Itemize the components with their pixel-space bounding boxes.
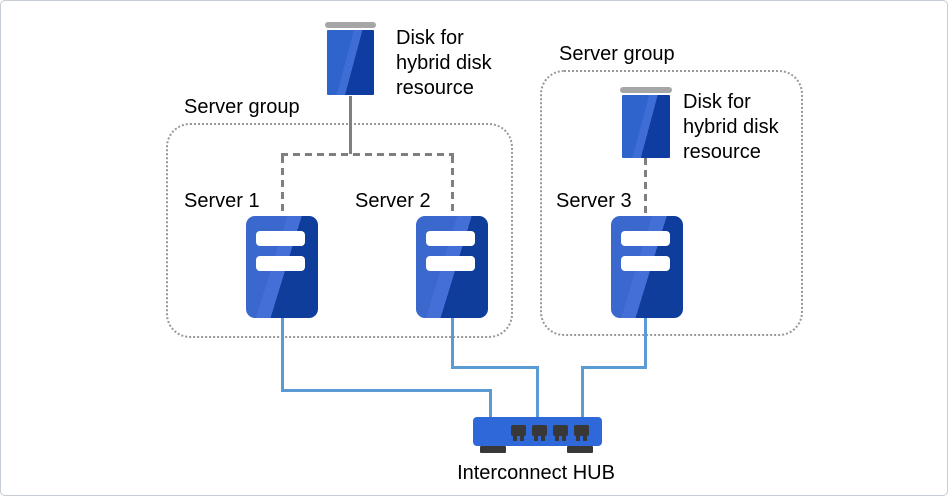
disk-cap [325,22,376,28]
disk2-stem-line [644,158,647,216]
hub-foot [480,446,506,453]
server-group-2-box [540,70,803,336]
disk-label-line: resource [396,77,474,99]
disk-cap [620,87,672,93]
server-2-icon [416,216,488,318]
server-3-label: Server 3 [556,190,632,212]
server-1-icon [246,216,318,318]
server-1-label: Server 1 [184,190,260,212]
server-slot [426,256,475,271]
server3-hub-line-horizontal [581,366,647,369]
disk1-tee-horizontal-line [281,153,454,156]
hub-port-icon [532,425,547,441]
disk-label-line: hybrid disk [683,116,779,138]
server3-hub-line-vertical [644,318,647,369]
server-group-1-box [166,123,513,338]
hybrid-disk-1-label: Disk for hybrid disk resource [396,26,492,101]
hub-port-icon [574,425,589,441]
server-slot [256,231,305,246]
server2-hub-line-horizontal [451,366,539,369]
server-slot [621,256,670,271]
disk1-stem-line [349,96,352,154]
disk-label-line: hybrid disk [396,52,492,74]
server-group-1-label: Server group [184,96,300,118]
hub-port-icon [511,425,526,441]
server3-hub-line-drop [581,366,584,417]
hybrid-disk-2-label: Disk for hybrid disk resource [683,90,779,165]
server2-hub-line-vertical [451,318,454,369]
interconnect-hub-label: Interconnect HUB [457,462,615,484]
server-2-label: Server 2 [355,190,431,212]
disk-body [327,30,374,95]
disk-label-line: resource [683,141,761,163]
disk-label-line: Disk for [683,91,751,113]
hub-port-icon [553,425,568,441]
server1-hub-line-vertical [281,318,284,392]
server-slot [426,231,475,246]
disk-label-line: Disk for [396,27,464,49]
disk-body [622,95,670,158]
server1-hub-line-drop [489,389,492,417]
server-slot [621,231,670,246]
interconnect-hub-icon [473,417,602,455]
hub-foot [567,446,593,453]
hybrid-disk-icon-1 [325,22,376,96]
server-3-icon [611,216,683,318]
hybrid-disk-icon-2 [620,87,672,159]
server-group-2-label: Server group [559,43,675,65]
disk1-tee-left-line [281,156,284,216]
server2-hub-line-drop [536,366,539,417]
server-slot [256,256,305,271]
disk1-tee-right-line [451,156,454,216]
server1-hub-line-horizontal [281,389,492,392]
